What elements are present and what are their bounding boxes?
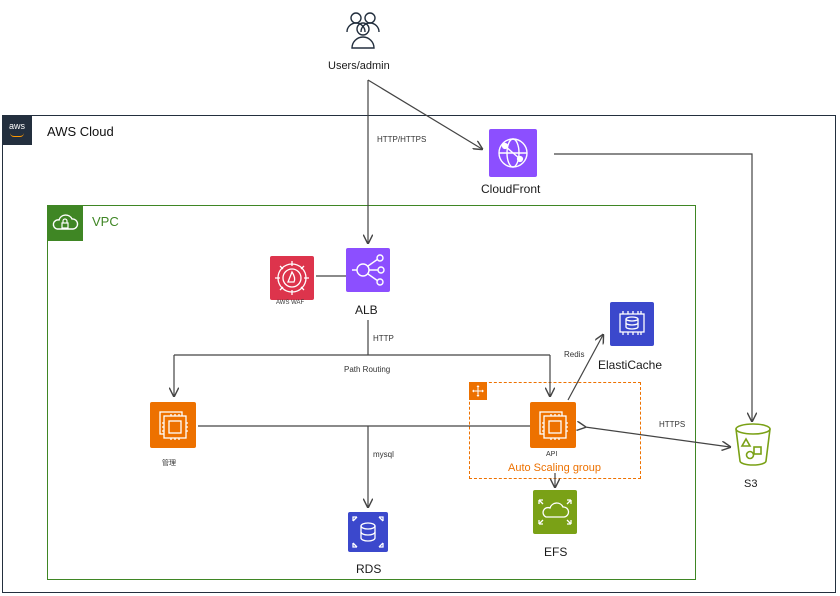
cloudfront-icon [498, 138, 528, 168]
auto-scaling-group-label: Auto Scaling group [508, 462, 601, 474]
rds-node[interactable] [348, 512, 388, 552]
users-icon [342, 8, 384, 50]
edge-api-elasticache [567, 335, 603, 401]
vpc-group [47, 205, 696, 580]
waf-node[interactable] [270, 256, 314, 300]
aws-cloud-group [2, 115, 836, 593]
s3-label: S3 [744, 478, 758, 490]
alb-label: ALB [355, 303, 378, 317]
edge-label-http: HTTP [373, 334, 394, 343]
elasticache-label: ElastiCache [598, 358, 663, 372]
vpc-icon [47, 205, 83, 241]
s3-bucket-icon [735, 423, 771, 466]
edge-label-mysql: mysql [373, 450, 394, 459]
rds-icon [352, 516, 384, 548]
ec2-api-node[interactable] [530, 402, 576, 448]
auto-scaling-icon [469, 382, 487, 400]
ec2-admin-node[interactable] [150, 402, 196, 448]
ec2-admin-label: 管理 [162, 460, 176, 467]
efs-icon [538, 499, 572, 525]
cloudfront-label: CloudFront [481, 182, 541, 196]
elasticache-node[interactable] [610, 302, 654, 346]
users-label: Users/admin [328, 60, 390, 72]
waf-icon [275, 261, 309, 295]
vpc-label: VPC [92, 214, 119, 229]
elasticache-icon [619, 311, 645, 335]
s3-node[interactable] [732, 421, 774, 467]
edge-api-s3 [585, 427, 730, 447]
edge-cloudfront-s3 [554, 153, 752, 421]
waf-label: AWS WAF [276, 300, 305, 306]
alb-icon [352, 254, 385, 286]
ec2-icon [539, 411, 568, 440]
ec2-api-label: API [546, 451, 558, 458]
aws-logo-icon: aws [2, 115, 32, 145]
edge-label-https: HTTPS [659, 420, 686, 429]
edge-label-http-https: HTTP/HTTPS [377, 135, 427, 144]
ec2-icon [159, 411, 188, 440]
efs-label: EFS [544, 545, 568, 559]
cloudfront-node[interactable] [489, 129, 537, 177]
edge-label-path-routing: Path Routing [344, 365, 391, 374]
edge-label-redis: Redis [564, 350, 585, 359]
alb-node[interactable] [346, 248, 390, 292]
efs-node[interactable] [533, 490, 577, 534]
aws-cloud-label: AWS Cloud [47, 124, 114, 139]
edge-users-cloudfront [367, 79, 482, 149]
rds-label: RDS [356, 562, 382, 576]
